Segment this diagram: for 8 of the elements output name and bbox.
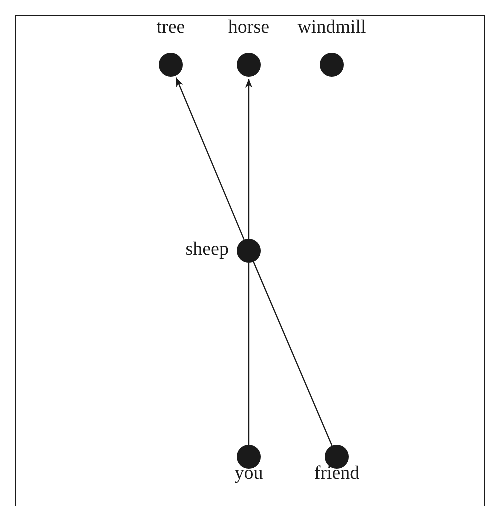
arrow [176, 78, 245, 240]
node-label: you [234, 463, 264, 485]
node-label: tree [156, 17, 186, 39]
node-label: horse [228, 17, 270, 39]
node-label: windmill [298, 17, 366, 39]
node-label: friend [314, 463, 360, 485]
arrow [245, 79, 253, 239]
node-label: sheep [186, 239, 229, 261]
